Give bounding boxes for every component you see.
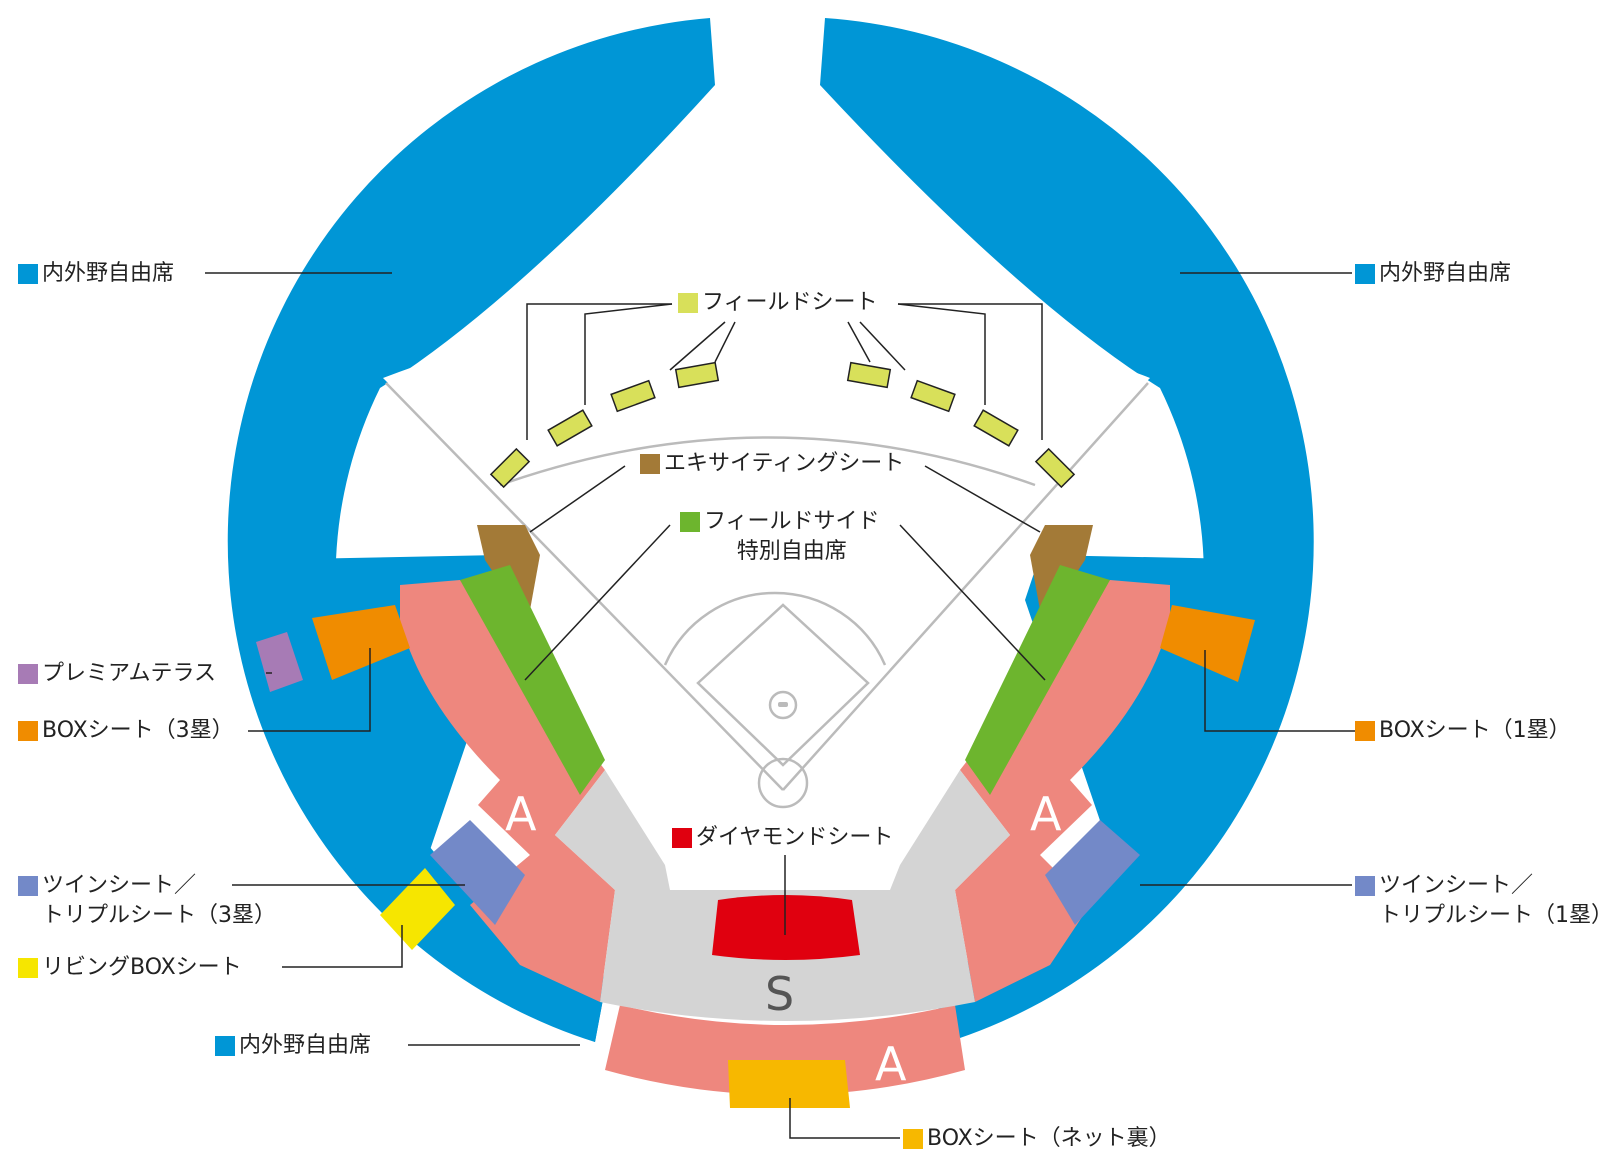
label-box-net: BOXシート（ネット裏） <box>903 1124 1171 1154</box>
label-field-seat: フィールドシート <box>678 288 878 318</box>
field-side-left[interactable] <box>460 565 605 795</box>
diamond-seat[interactable] <box>712 895 860 960</box>
zone-s: S <box>765 967 794 1021</box>
label-text: BOXシート（1塁） <box>1379 718 1571 743</box>
label-text: 内外野自由席 <box>239 1033 372 1058</box>
a-zone-left[interactable] <box>400 580 615 1002</box>
outfield-area <box>383 304 1150 870</box>
label-box-1b: BOXシート（1塁） <box>1355 716 1571 746</box>
label-text: BOXシート（ネット裏） <box>927 1126 1171 1151</box>
swatch-free-seat <box>18 264 38 284</box>
label-free-left-top: 内外野自由席 <box>18 259 174 289</box>
label-text: フィールドサイド <box>704 509 880 534</box>
label-text: BOXシート（3塁） <box>42 718 234 743</box>
label-text: 内外野自由席 <box>1379 261 1512 286</box>
label-text: エキサイティングシート <box>664 451 905 476</box>
leader-lines <box>205 272 1355 1139</box>
label-text: 内外野自由席 <box>42 261 175 286</box>
label-text: ツインシート／ <box>42 873 197 898</box>
label-box-3b: BOXシート（3塁） <box>18 716 234 746</box>
swatch-free-seat <box>215 1036 235 1056</box>
swatch-living-box <box>18 958 38 978</box>
swatch-box-seat <box>18 721 38 741</box>
a-zone-bottom[interactable] <box>605 1005 965 1095</box>
label-exciting-seat: エキサイティングシート <box>640 449 904 479</box>
swatch-box-seat <box>1355 721 1375 741</box>
swatch-premium-terrace <box>18 664 38 684</box>
field-lines <box>385 382 1149 809</box>
label-living-box: リビングBOXシート <box>18 953 242 983</box>
premium-terrace[interactable] <box>256 632 303 692</box>
label-text: リビングBOXシート <box>42 955 242 980</box>
swatch-box-net <box>903 1129 923 1149</box>
label-diamond-seat: ダイヤモンドシート <box>672 823 893 853</box>
label-text: トリプルシート（1塁） <box>1379 903 1611 928</box>
label-free-right-top: 内外野自由席 <box>1355 259 1511 289</box>
label-text: フィールドシート <box>702 290 878 315</box>
a-zone-right[interactable] <box>955 580 1170 1002</box>
swatch-field-seat <box>678 293 698 313</box>
swatch-diamond-seat <box>672 828 692 848</box>
box-seat-net[interactable] <box>728 1060 850 1108</box>
label-text: ツインシート／ <box>1379 873 1534 898</box>
swatch-field-side <box>680 512 700 532</box>
twin-seat-1b[interactable] <box>1045 820 1140 925</box>
label-free-bottom: 内外野自由席 <box>215 1031 371 1061</box>
label-text: トリプルシート（3塁） <box>42 903 276 928</box>
zone-a-right: A <box>1030 787 1062 841</box>
label-premium-terrace: プレミアムテラス <box>18 659 216 689</box>
label-twin-1b: ツインシート／ トリプルシート（1塁） <box>1355 871 1611 931</box>
box-seat-1b[interactable] <box>1160 605 1255 682</box>
living-box-seat[interactable] <box>380 868 455 950</box>
label-text: ダイヤモンドシート <box>696 825 894 850</box>
label-twin-3b: ツインシート／ トリプルシート（3塁） <box>18 871 276 931</box>
swatch-twin-seat <box>18 876 38 896</box>
box-seat-3b[interactable] <box>312 605 410 680</box>
zone-a-left: A <box>505 787 537 841</box>
swatch-free-seat <box>1355 264 1375 284</box>
field-seats[interactable] <box>489 361 1076 489</box>
swatch-exciting-seat <box>640 454 660 474</box>
label-field-side: フィールドサイド 特別自由席 <box>680 507 880 567</box>
label-text: プレミアムテラス <box>42 661 217 686</box>
field-side-right[interactable] <box>965 565 1110 795</box>
swatch-twin-seat <box>1355 876 1375 896</box>
twin-seat-3b[interactable] <box>430 820 525 925</box>
label-text: 特別自由席 <box>736 539 847 564</box>
zone-a-bottom: A <box>875 1037 907 1091</box>
